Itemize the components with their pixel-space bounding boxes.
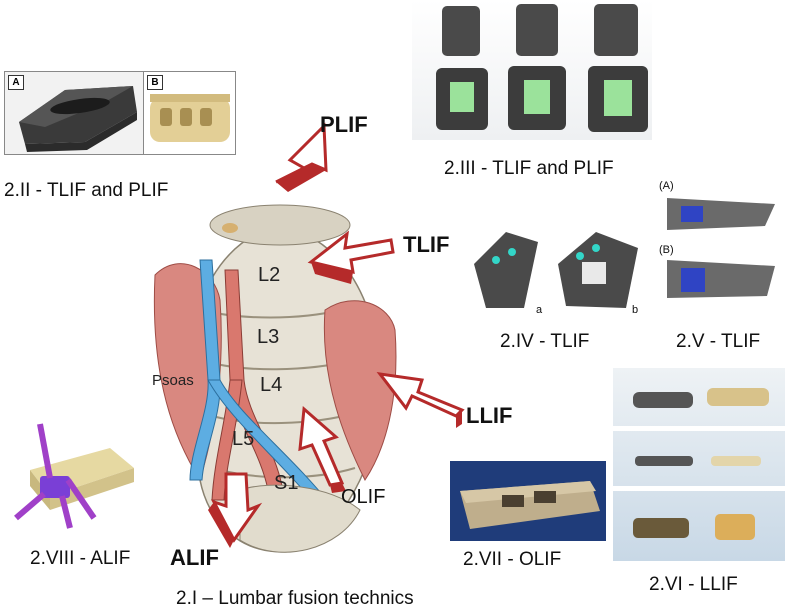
panel-2iv-label-a: a bbox=[536, 304, 543, 316]
caption-2iv: 2.IV - TLIF bbox=[500, 331, 590, 352]
panel-2ii-image-a: A bbox=[4, 71, 145, 155]
llif-arrow bbox=[376, 371, 465, 428]
label-psoas: Psoas bbox=[152, 372, 194, 389]
panel-2ii-image-b: B bbox=[143, 71, 236, 155]
label-l2: L2 bbox=[258, 264, 281, 286]
label-llif: LLIF bbox=[466, 403, 513, 428]
peek-cage-image bbox=[150, 94, 230, 142]
panel-2iv-label-b: b bbox=[632, 304, 639, 316]
cage-set-image bbox=[436, 4, 648, 132]
caption-2iii: 2.III - TLIF and PLIF bbox=[444, 158, 614, 179]
caption-2i: 2.I – Lumbar fusion technics bbox=[176, 588, 414, 609]
panel-2vii-image bbox=[450, 461, 606, 541]
alif-arrow bbox=[208, 472, 263, 548]
panel-label-b: B bbox=[147, 75, 163, 90]
caption-2vi: 2.VI - LLIF bbox=[649, 574, 738, 595]
caption-2viii: 2.VIII - ALIF bbox=[30, 548, 131, 569]
panel-label-a: A bbox=[8, 75, 24, 90]
label-l3: L3 bbox=[257, 326, 280, 348]
label-tlif: TLIF bbox=[403, 232, 450, 257]
plif-arrow bbox=[275, 122, 328, 192]
olif-cage-image bbox=[460, 481, 600, 529]
tlif-cage-image bbox=[474, 232, 638, 308]
panel-2iv-image: a b bbox=[466, 222, 646, 322]
panel-2v-label-a: (A) bbox=[659, 180, 674, 192]
panel-2vi-image bbox=[613, 368, 785, 561]
titanium-cage-image bbox=[19, 86, 137, 152]
panel-2viii-image bbox=[10, 420, 140, 530]
label-alif: ALIF bbox=[170, 545, 219, 570]
panel-2v-image: (A) (B) bbox=[655, 178, 785, 318]
panel-2iii-image bbox=[412, 0, 652, 140]
caption-2v: 2.V - TLIF bbox=[676, 331, 761, 352]
caption-2vii: 2.VII - OLIF bbox=[463, 549, 562, 570]
label-olif: OLIF bbox=[341, 486, 386, 508]
label-plif: PLIF bbox=[320, 112, 368, 137]
alif-cage-with-screws-image bbox=[14, 423, 134, 529]
label-s1: S1 bbox=[274, 472, 299, 494]
tlif-arrow bbox=[307, 230, 395, 284]
label-l4: L4 bbox=[260, 374, 283, 396]
olif-arrow bbox=[298, 405, 346, 493]
expandable-cage-image bbox=[667, 198, 775, 298]
panel-2v-label-b: (B) bbox=[659, 244, 674, 256]
label-l5: L5 bbox=[232, 428, 255, 450]
llif-cage-set-image bbox=[613, 388, 785, 540]
caption-2ii: 2.II - TLIF and PLIF bbox=[4, 180, 169, 201]
